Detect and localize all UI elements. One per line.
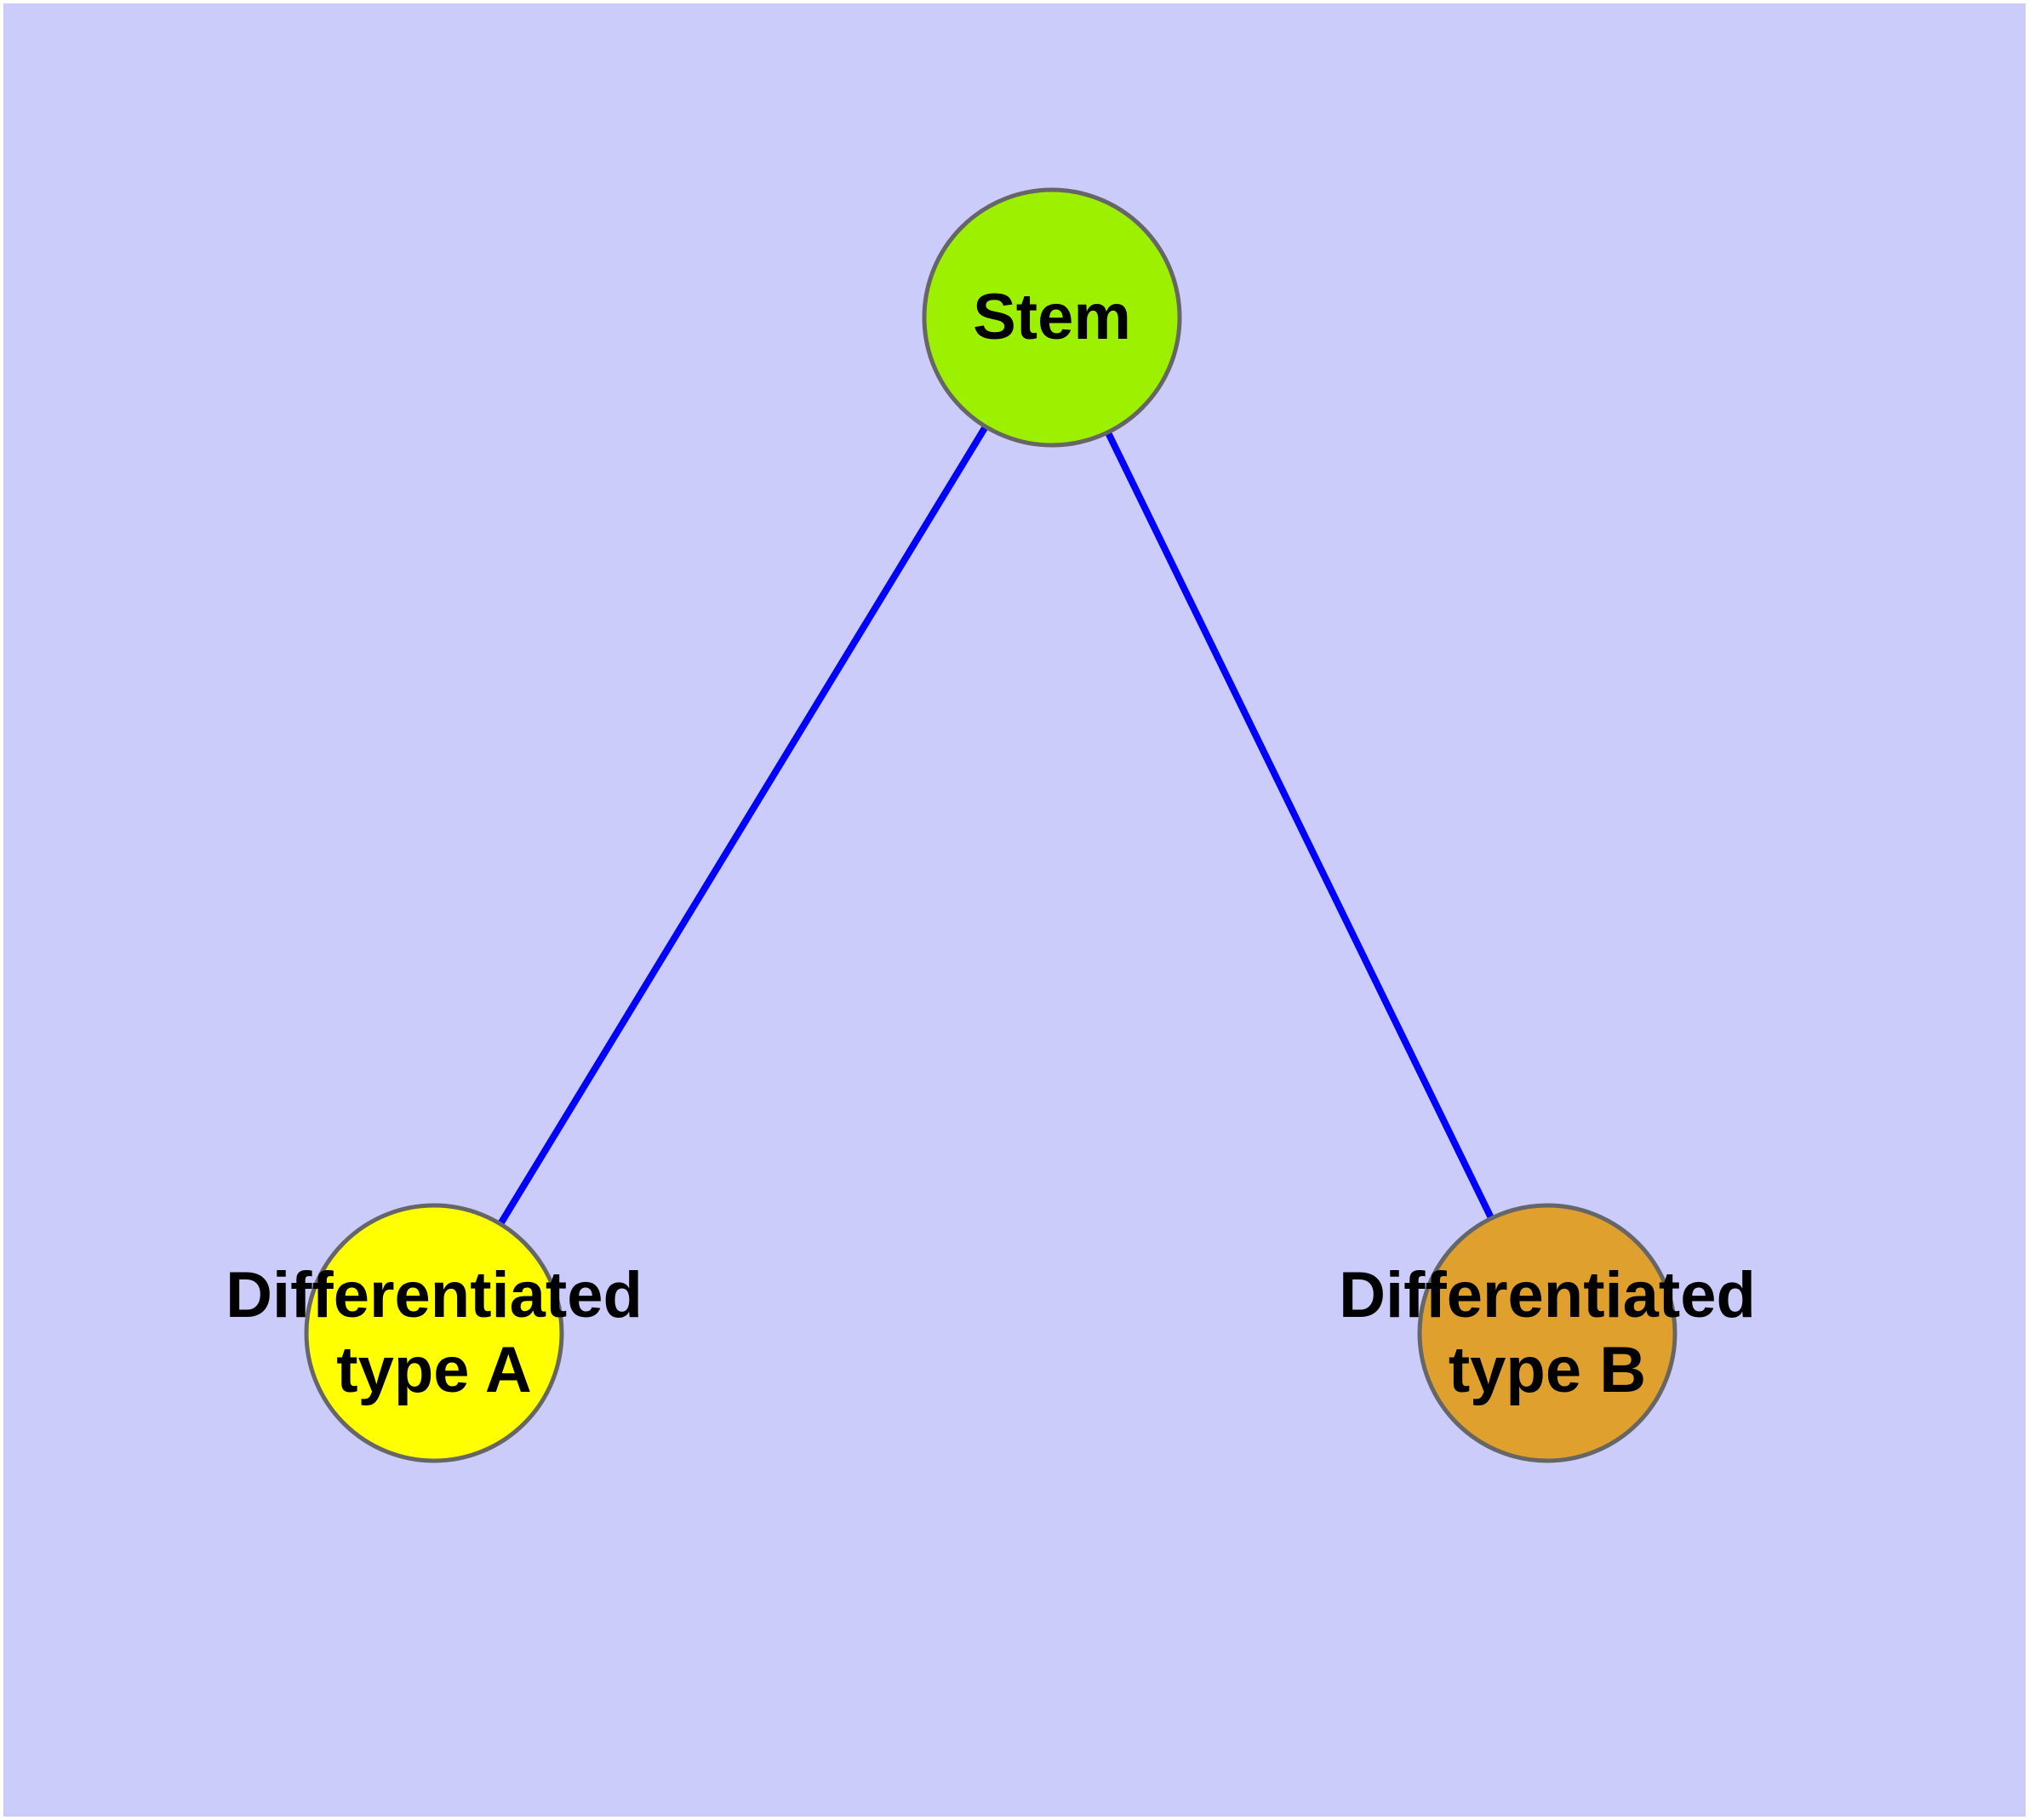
graph-node-stem[interactable] [922,187,1182,448]
graph-node-diff_a[interactable] [304,1203,564,1463]
edge-layer [431,315,1551,1336]
graph-edge[interactable] [1049,316,1551,1335]
graph-node-diff_b[interactable] [1417,1203,1677,1463]
node-layer [304,187,1677,1463]
graph-edge[interactable] [431,315,1055,1336]
